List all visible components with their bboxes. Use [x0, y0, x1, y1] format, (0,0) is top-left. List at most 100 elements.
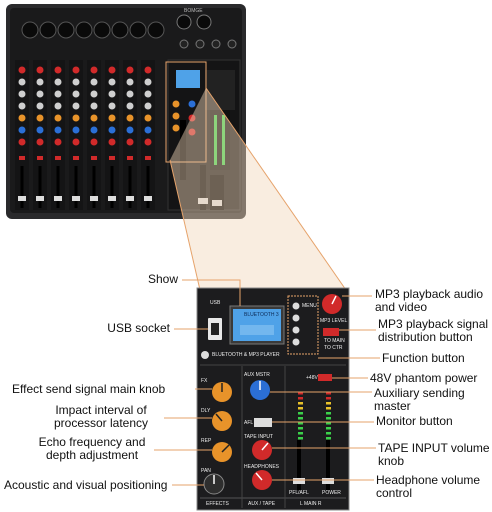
dly-label: DLY [201, 408, 211, 414]
channel-knob [108, 66, 116, 74]
channel-knob [90, 114, 98, 122]
channel-knob [144, 78, 152, 86]
channel-knob [90, 138, 98, 146]
channel-knob [54, 90, 62, 98]
meter-led [298, 402, 303, 405]
lcd-text: BLUETOOTH 3 [244, 312, 279, 318]
channel-fader-cap [18, 196, 26, 201]
channel-knob [126, 138, 134, 146]
channel-knob [108, 90, 116, 98]
headphones-label: HEADPHONES [244, 464, 280, 470]
fx-label: FX [201, 378, 208, 384]
channel-knob [72, 90, 80, 98]
to-ctr-label: TO CTR [324, 345, 343, 351]
channel-knob [108, 78, 116, 86]
meter-led [326, 402, 331, 405]
channel-strip [105, 60, 119, 210]
channel-knob [144, 126, 152, 134]
mp3-distribution-button [323, 328, 339, 336]
callout-echo-freq: Echo frequency and depth adjustment [38, 435, 146, 462]
channel-strips [15, 60, 155, 210]
channel-knob [108, 126, 116, 134]
channel-fader-slot [38, 166, 42, 208]
zoom-panel [196, 287, 350, 511]
bt-label: BLUETOOTH & MP3 PLAYER [212, 352, 280, 358]
channel-knob [126, 78, 134, 86]
channel-knob [90, 66, 98, 74]
channel-knob [54, 102, 62, 110]
phantom-label: +48V [306, 375, 318, 381]
channel-knob [18, 66, 26, 74]
channel-knob [36, 138, 44, 146]
channel-button [91, 156, 97, 160]
channel-knob [54, 138, 62, 146]
usb-label: USB [210, 300, 221, 306]
channel-knob [72, 66, 80, 74]
meter-led [298, 427, 303, 430]
mp3-level-label: MP3 LEVEL [320, 318, 348, 324]
channel-button [127, 156, 133, 160]
callout-show: Show [147, 272, 178, 286]
channel-knob [54, 66, 62, 74]
channel-strip [51, 60, 65, 210]
channel-fader-slot [110, 166, 114, 208]
afl-button [254, 418, 272, 427]
channel-knob [18, 114, 26, 122]
brand-text: BOMGE [184, 8, 203, 14]
channel-knob [72, 138, 80, 146]
channel-knob [72, 126, 80, 134]
channel-strip [123, 60, 137, 210]
channel-knob [36, 126, 44, 134]
callout-mp3-signal: MP3 playback signal distribution button [378, 317, 489, 344]
callout-function-button: Function button [382, 351, 465, 365]
channel-knob [18, 78, 26, 86]
channel-fader-slot [128, 166, 132, 208]
channel-strip [141, 60, 155, 210]
meter-led [298, 437, 303, 440]
callout-lines [154, 279, 380, 486]
channel-button [109, 156, 115, 160]
callout-aux-master: Auxiliary sending master [374, 386, 465, 413]
channel-knob [90, 90, 98, 98]
meter-led [326, 417, 331, 420]
channel-knob [108, 138, 116, 146]
effects-footer: EFFECTS [206, 501, 229, 507]
channel-fader-cap [144, 196, 152, 201]
meter-led [298, 407, 303, 410]
meter-led [326, 392, 331, 395]
channel-knob [54, 114, 62, 122]
channel-strip [87, 60, 101, 210]
callout-monitor-button: Monitor button [376, 414, 453, 428]
rep-label: REP [201, 438, 212, 444]
channel-knob [90, 78, 98, 86]
channel-button [37, 156, 43, 160]
meter-led [326, 432, 331, 435]
channel-knob [54, 78, 62, 86]
pfl-afl-label: PFL/AFL [289, 490, 309, 496]
channel-fader-slot [74, 166, 78, 208]
channel-knob [72, 114, 80, 122]
menu-button [292, 302, 300, 310]
callout-tape-input: TAPE INPUT volume knob [378, 441, 490, 468]
channel-fader-cap [126, 196, 134, 201]
channel-fader-slot [56, 166, 60, 208]
callout-effect-send: Effect send signal main knob [12, 382, 166, 396]
channel-knob [72, 78, 80, 86]
channel-knob [36, 114, 44, 122]
callout-usb-socket: USB socket [107, 321, 170, 335]
aux-tape-footer: AUX / TAPE [248, 501, 276, 507]
channel-knob [18, 90, 26, 98]
channel-knob [18, 126, 26, 134]
channel-button [55, 156, 61, 160]
channel-knob [18, 102, 26, 110]
channel-fader-cap [54, 196, 62, 201]
menu-label: MENU [302, 303, 317, 309]
channel-fader-slot [146, 166, 150, 208]
phantom-button [318, 374, 332, 381]
callout-phantom-power: 48V phantom power [370, 371, 478, 385]
meter-led [326, 407, 331, 410]
channel-knob [144, 90, 152, 98]
channel-knob [126, 66, 134, 74]
meter-led [298, 392, 303, 395]
channel-knob [36, 66, 44, 74]
